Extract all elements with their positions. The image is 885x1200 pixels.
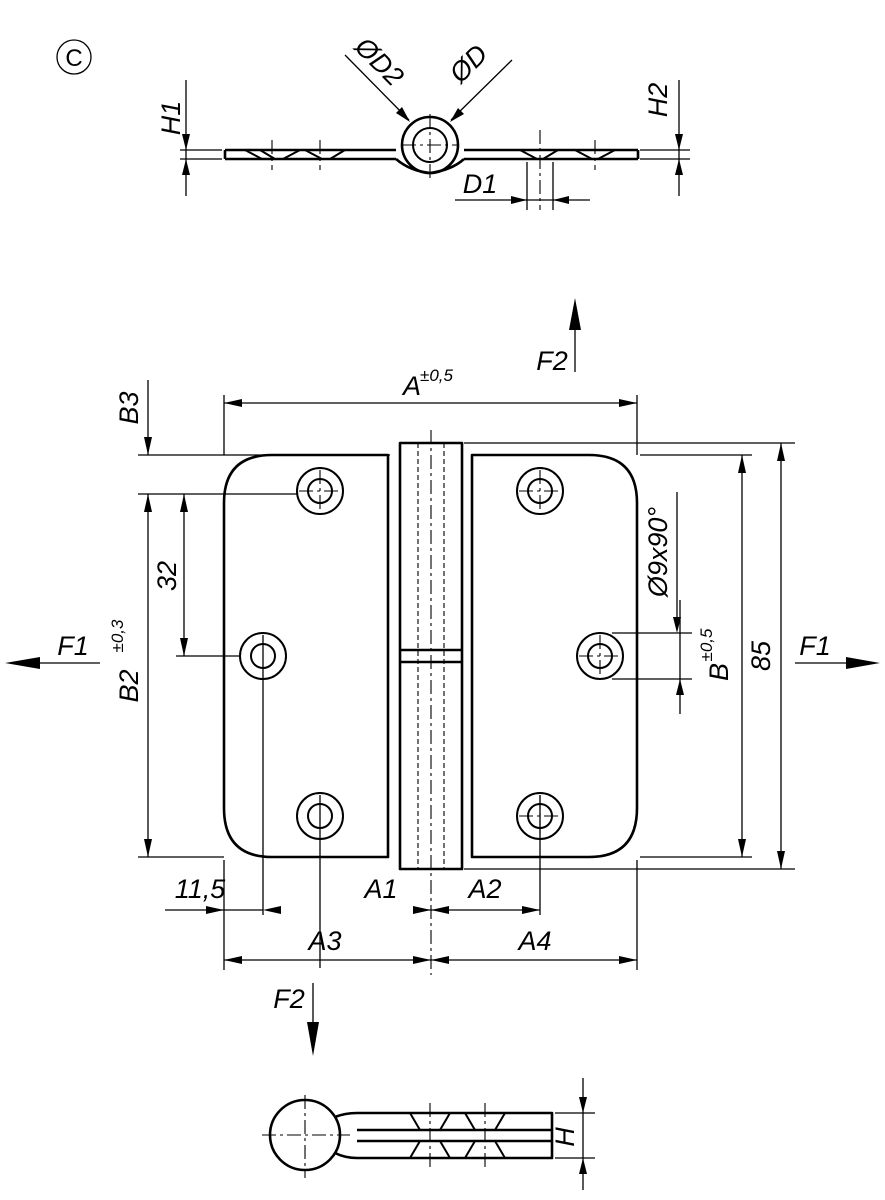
d1-label: D1 xyxy=(463,169,498,199)
side-countersinks xyxy=(409,1112,506,1159)
countersink-arrow xyxy=(673,617,681,633)
diameter-leaders xyxy=(344,54,513,121)
pin-hidden-lines xyxy=(417,443,445,869)
b-arrow xyxy=(676,679,684,695)
hole-outer xyxy=(576,632,624,680)
b2-arrow-bottom xyxy=(144,839,152,857)
f1-right-label: F1 xyxy=(799,631,831,661)
top-hole-centers xyxy=(271,130,596,210)
dim-85-arrow-top xyxy=(777,443,785,461)
right-leaf xyxy=(470,453,639,859)
dim-32-label: 32 xyxy=(152,561,182,591)
top-knuckle-center xyxy=(402,114,458,180)
b2-tolerance: ±0,3 xyxy=(108,619,127,653)
material-mark: C xyxy=(65,45,82,72)
dim-11-5-arrow-right xyxy=(263,906,281,914)
a-tolerance: ±0,5 xyxy=(420,366,454,385)
front-view: F2 A ±0,5 xyxy=(5,298,880,1056)
h2-label: H2 xyxy=(643,83,673,118)
h1-arrow-bottom xyxy=(182,159,190,175)
material-mark-circle xyxy=(56,39,92,75)
f2-bottom-label: F2 xyxy=(273,984,305,1014)
a-dim-line xyxy=(223,395,638,455)
hole-outer xyxy=(296,467,344,515)
a2-label: A2 xyxy=(466,874,501,904)
a-arrow-left xyxy=(224,399,242,407)
b-dim-line xyxy=(612,600,692,714)
d-arrow xyxy=(450,108,464,122)
a-label: A xyxy=(401,371,421,401)
b-extension-lines xyxy=(138,454,390,858)
dim-leaf-arrow-top xyxy=(738,455,746,473)
h2-arrow-bottom xyxy=(675,159,683,175)
dim-32-line xyxy=(176,494,240,657)
a4-arrow-left xyxy=(431,956,449,964)
dim-32-arrow-bottom xyxy=(180,638,188,656)
f2-top-label: F2 xyxy=(536,346,568,376)
h-arrow-top xyxy=(579,1097,587,1113)
a1-arrow xyxy=(413,906,431,914)
a3-arrow-right xyxy=(413,956,431,964)
f1-left-label: F1 xyxy=(57,631,89,661)
f2-bottom-arrow xyxy=(307,1022,319,1056)
dim-32-arrow-top xyxy=(180,494,188,512)
f1-left-arrow xyxy=(5,657,40,669)
side-knuckle-center xyxy=(262,1095,350,1178)
b3-label: B3 xyxy=(114,391,144,424)
a3-arrow-left xyxy=(224,956,242,964)
top-knuckle-wrap xyxy=(395,158,465,175)
a2-arrow-left xyxy=(431,906,449,914)
d2-arrow xyxy=(396,107,410,122)
a-arrow-right xyxy=(619,399,637,407)
dim-85-lines xyxy=(741,443,782,869)
b2-arrow-top xyxy=(144,494,152,512)
a3-label: A3 xyxy=(306,926,341,956)
b2-label: B2 xyxy=(114,669,144,702)
h2-arrow-top xyxy=(675,134,683,150)
bottom-extension-lines xyxy=(223,860,638,970)
top-view: C H1 H2 ØD2 ØD D1 xyxy=(56,31,690,210)
a4-arrow-right xyxy=(619,956,637,964)
h-label: H xyxy=(550,1127,580,1147)
hole-extension-lines xyxy=(262,635,541,968)
h1-arrow-top xyxy=(182,134,190,150)
hole-centers-short xyxy=(299,470,621,837)
top-right-leaf xyxy=(464,148,640,161)
dim-85-arrow-bottom xyxy=(777,851,785,869)
f1-right-arrow xyxy=(846,657,880,669)
dim-85-label: 85 xyxy=(746,640,776,671)
top-countersinks xyxy=(244,149,616,160)
h1-label: H1 xyxy=(156,101,186,136)
side-hole-centers xyxy=(429,1103,486,1168)
top-left-leaf xyxy=(223,148,396,161)
d1-arrow-right xyxy=(553,196,569,204)
dim-leaf-arrow-bottom xyxy=(738,839,746,857)
a2-arrow-right xyxy=(522,906,540,914)
dim-11-5-arrow-left xyxy=(206,906,224,914)
b3-arrow-bottom xyxy=(144,437,152,455)
left-leaf xyxy=(222,453,390,859)
h-arrow-bottom xyxy=(579,1158,587,1174)
dim-85-extension xyxy=(464,442,795,870)
d1-arrow-left xyxy=(511,196,527,204)
side-leaf-gap xyxy=(357,1128,552,1143)
side-view: H xyxy=(262,1078,595,1190)
a4-label: A4 xyxy=(516,926,551,956)
b-tolerance: ±0,5 xyxy=(697,628,716,662)
hole-outer xyxy=(516,467,564,515)
f2-top-arrow xyxy=(569,298,581,330)
dim-11-5-label: 11,5 xyxy=(175,874,227,904)
dia-d-label: ØD xyxy=(443,39,494,90)
a1-label: A1 xyxy=(362,874,397,904)
side-leaves xyxy=(334,1111,554,1160)
countersink-label: Ø9x90° xyxy=(643,507,673,599)
b-label: B xyxy=(704,663,734,681)
dia-d2-label: ØD2 xyxy=(348,31,409,92)
